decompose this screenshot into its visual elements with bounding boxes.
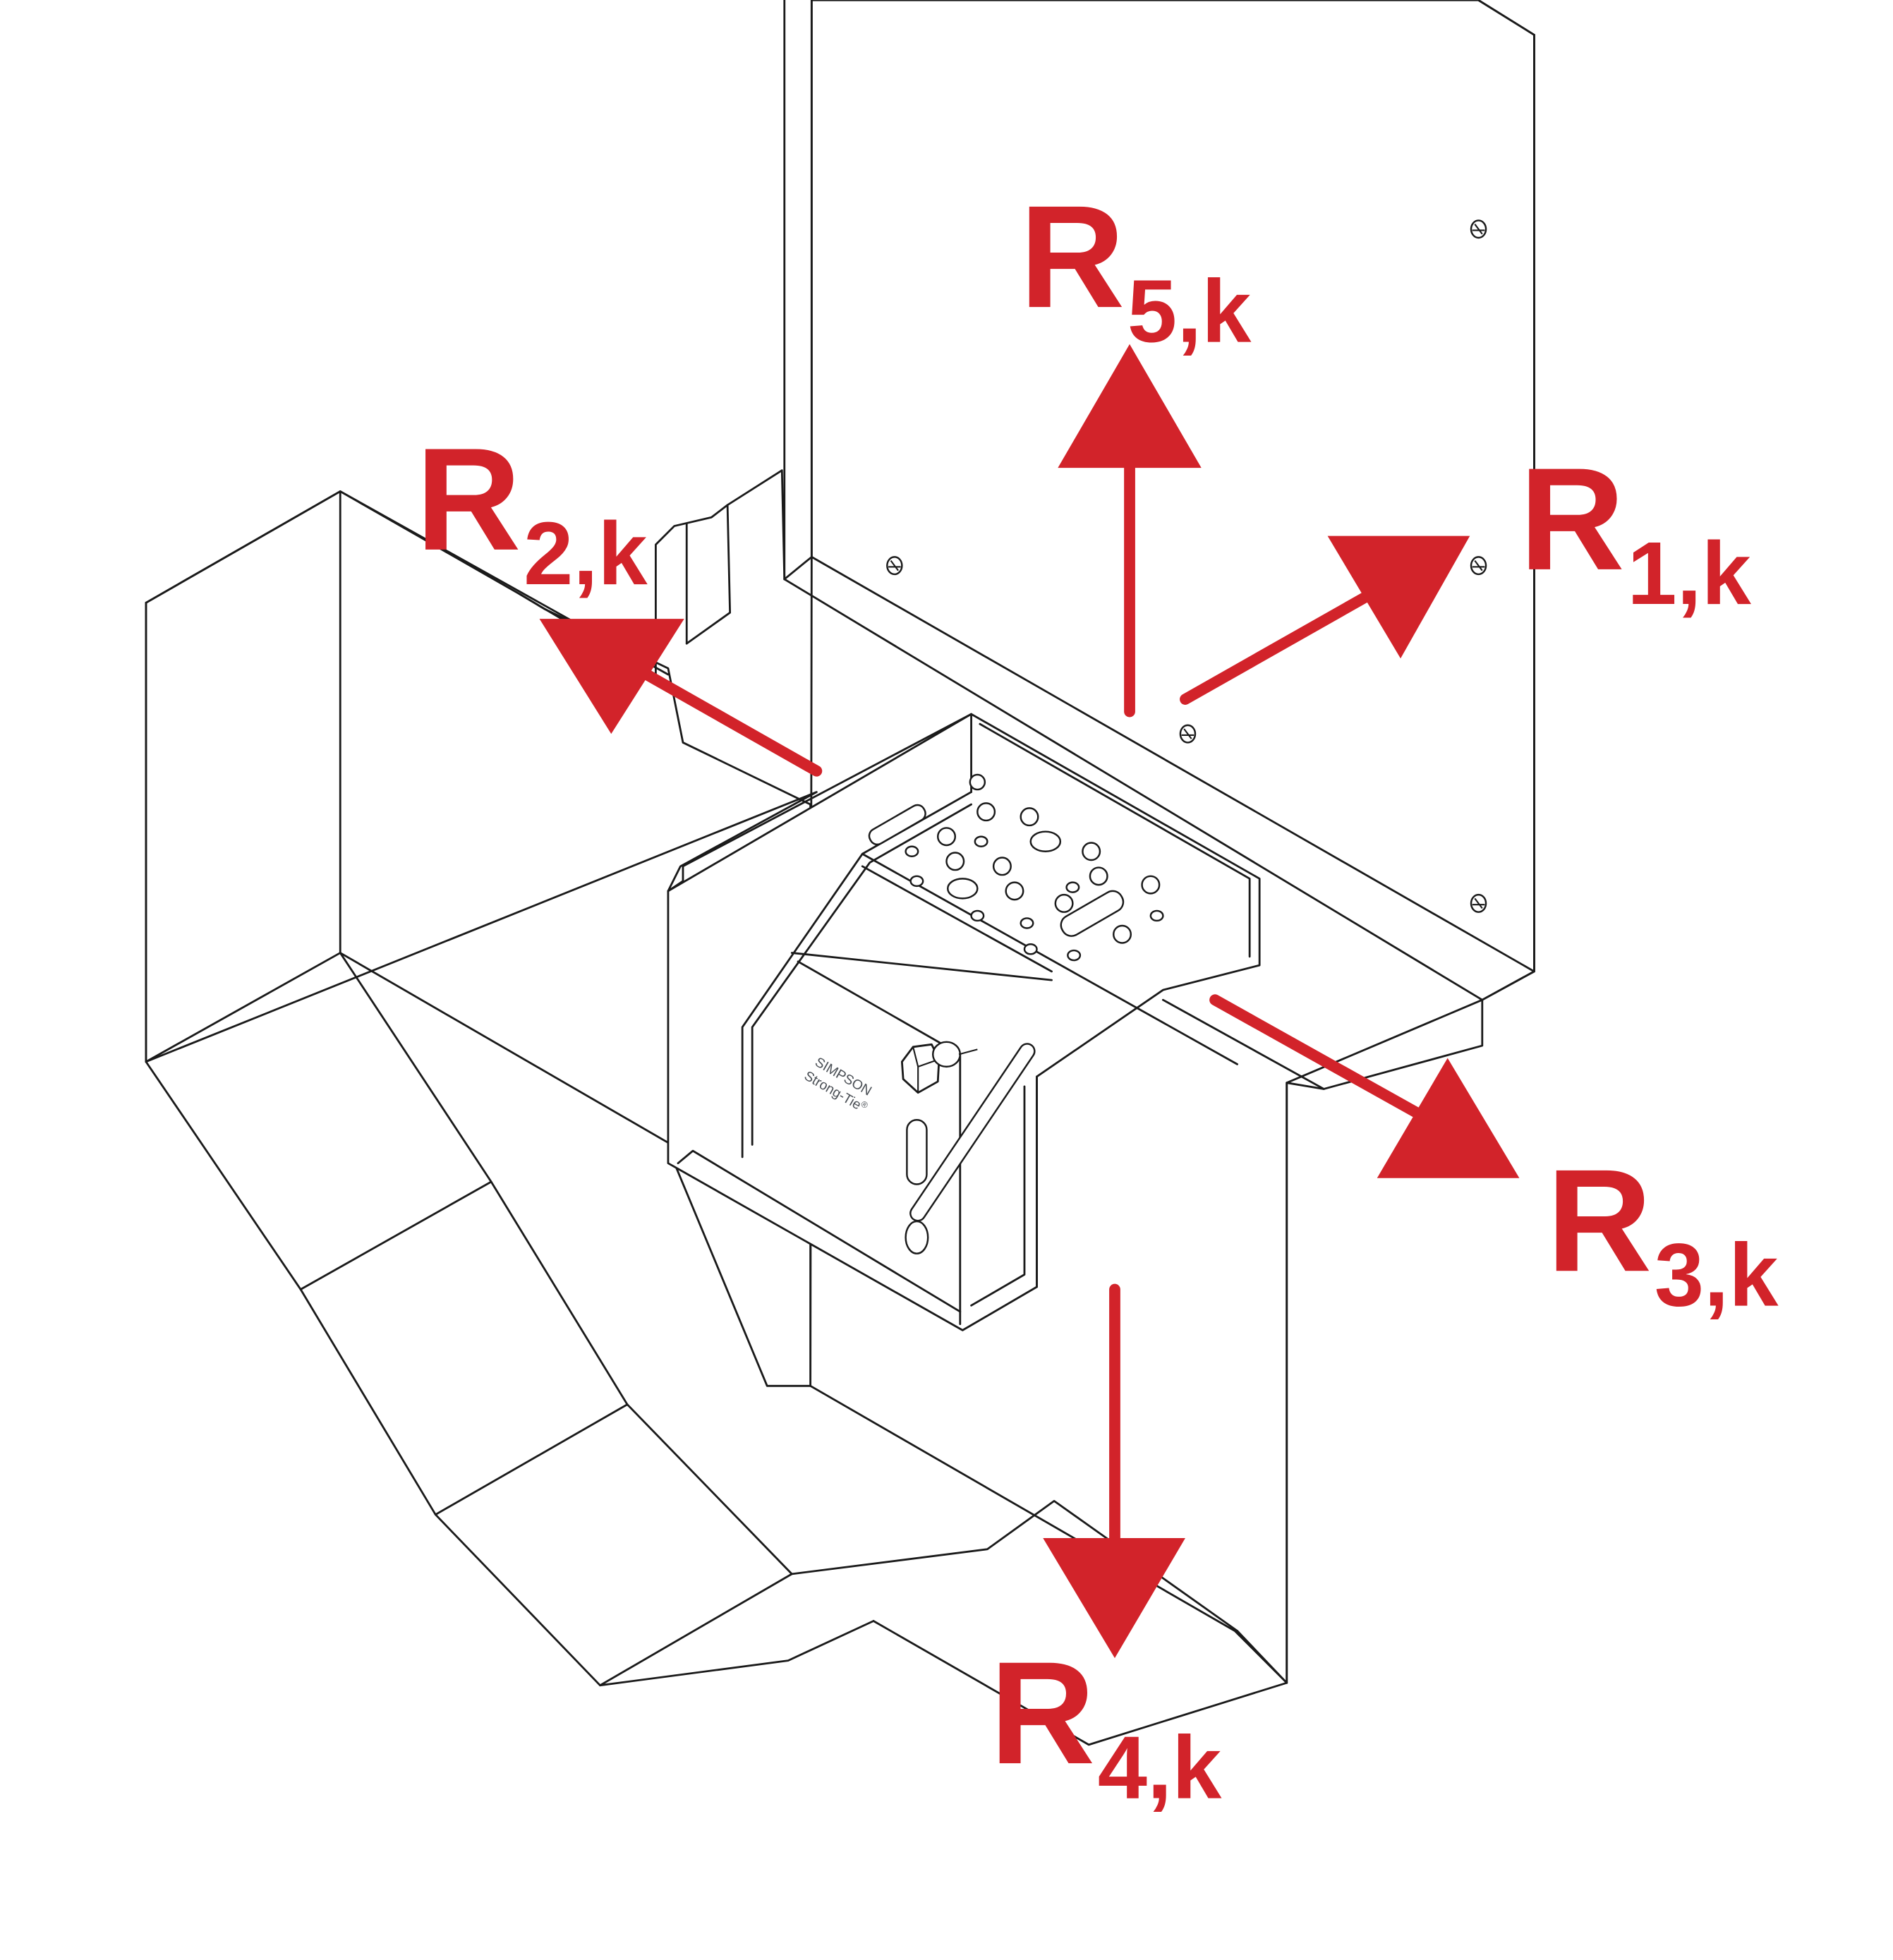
arch-joint-2 xyxy=(434,1403,629,1516)
label-r3: R3,k xyxy=(1547,1139,1779,1324)
screw-icon xyxy=(886,556,903,576)
arch-base-right xyxy=(1236,1630,1288,1684)
label-r2: R2,k xyxy=(416,418,648,603)
beam-ledge-top xyxy=(783,555,1535,973)
screw-icon xyxy=(1470,219,1487,239)
secondary-beam xyxy=(145,469,1288,1746)
lower-hole xyxy=(905,1220,929,1254)
label-r2-sub: 2,k xyxy=(524,504,648,603)
label-r5-sub: 5,k xyxy=(1127,261,1252,361)
beam-notch-top xyxy=(726,469,786,581)
label-r5-main: R xyxy=(1020,175,1125,338)
label-r1: R1,k xyxy=(1519,437,1751,623)
plate-slot-left xyxy=(868,804,926,846)
bracket-body xyxy=(667,713,1261,1331)
bracket-bottom-edge xyxy=(677,1149,962,1313)
label-r2-main: R xyxy=(416,418,521,581)
beam-ledge-corner xyxy=(1286,998,1484,1090)
screw-icon xyxy=(1179,724,1197,744)
arrow-r1-right-up-icon xyxy=(1180,536,1470,705)
arrow-r2-left-up-icon xyxy=(539,619,823,777)
arch-outer xyxy=(145,1060,875,1687)
plate-slot-right xyxy=(1060,890,1125,937)
bracket-fold xyxy=(790,952,1053,981)
plate-front-edge-2 xyxy=(861,865,1053,973)
label-r4-main: R xyxy=(990,1631,1095,1794)
label-r1-main: R xyxy=(1519,437,1624,600)
secondary-bottom-left xyxy=(145,952,341,1063)
label-r4-sub: 4,k xyxy=(1098,1717,1222,1817)
bracket-back-top xyxy=(667,713,972,893)
screw-icon xyxy=(1470,893,1487,913)
label-r3-main: R xyxy=(1547,1139,1652,1302)
arch-base xyxy=(872,1620,1288,1746)
bracket-flange xyxy=(979,722,1251,958)
vertical-slot xyxy=(906,1119,928,1185)
label-r5: R5,k xyxy=(1020,175,1252,361)
arrow-r4-down-icon xyxy=(1043,1283,1185,1659)
bracket-right-inner xyxy=(970,1085,1026,1307)
label-r4: R4,k xyxy=(990,1631,1222,1817)
bracket-body-line xyxy=(797,960,962,1055)
hanger-bracket: SIMPSON Strong-Tie® xyxy=(667,713,1261,1331)
screw-hole-array xyxy=(905,773,1164,962)
arch-joint-1 xyxy=(299,1180,492,1290)
label-r1-sub: 1,k xyxy=(1627,524,1751,623)
locking-bolt-icon xyxy=(900,1041,978,1094)
arch-joint-3 xyxy=(599,1573,793,1687)
arrow-r3-right-down-icon xyxy=(1209,994,1520,1178)
force-arrows xyxy=(539,344,1520,1659)
screw-icon xyxy=(1470,556,1487,576)
label-r3-sub: 3,k xyxy=(1655,1225,1779,1324)
arrow-r5-up-icon xyxy=(1058,344,1202,718)
bracket-side-plate-inner xyxy=(751,803,972,1146)
main-beam-top-edge xyxy=(1477,0,1535,36)
side-slot xyxy=(909,1043,1036,1222)
force-labels: R5,k R2,k R1,k R3,k R4,k xyxy=(416,175,1779,1817)
beam-under-edge xyxy=(1161,998,1325,1090)
plate-front-edge xyxy=(861,852,1238,1065)
